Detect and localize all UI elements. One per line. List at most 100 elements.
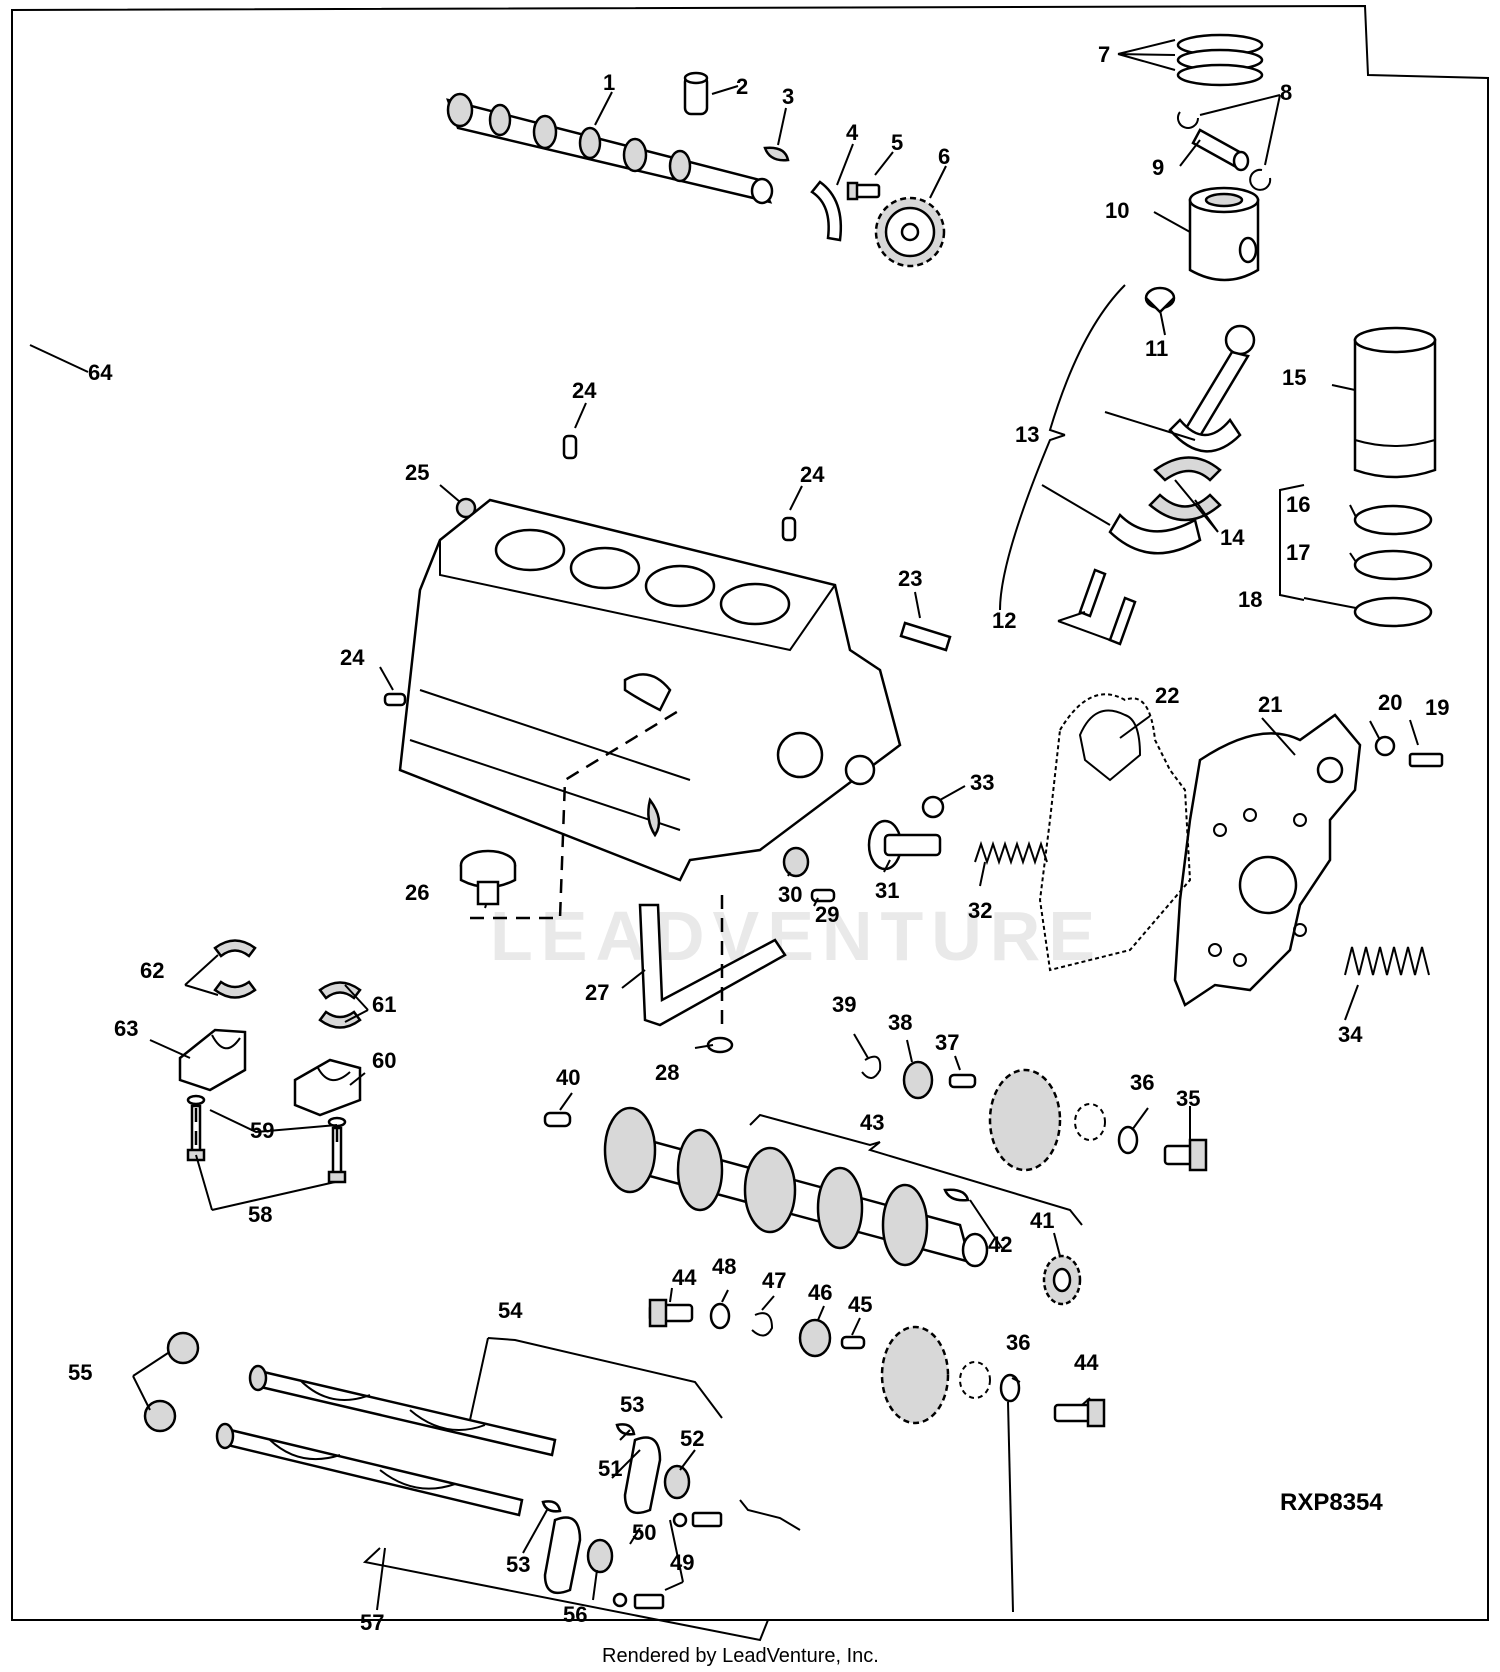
main-bearing-61 [318, 981, 362, 1000]
callout-46: 46 [808, 1280, 832, 1305]
rod-bearing-lower [1148, 493, 1222, 522]
snap-ring [1249, 168, 1272, 191]
washer-36 [999, 1373, 1021, 1403]
callout-53: 53 [620, 1392, 644, 1417]
oil-tube [638, 903, 787, 1027]
thrust-washer-51 [543, 1516, 582, 1595]
idler-shaft [867, 819, 942, 871]
spring-32 [974, 840, 1048, 866]
callout-47: 47 [762, 1268, 786, 1293]
cap-screw-35 [1163, 1138, 1208, 1172]
callout-18: 18 [1238, 587, 1262, 612]
rod-cap [1108, 512, 1202, 555]
callout-4: 4 [846, 120, 859, 145]
dowel-37 [948, 1073, 977, 1089]
callout-51: 51 [598, 1456, 622, 1481]
thrust-washer-51 [623, 1436, 662, 1515]
balancer-bushing [166, 1331, 200, 1365]
callout-30: 30 [778, 882, 802, 907]
callout-10: 10 [1105, 198, 1129, 223]
liner-packing-18 [1353, 596, 1433, 628]
dowel-pin [781, 516, 797, 542]
cap-screw-19 [1408, 752, 1444, 768]
callout-39: 39 [832, 992, 856, 1017]
callout-55: 55 [68, 1360, 92, 1385]
callout-40: 40 [556, 1065, 580, 1090]
piston-pin [1191, 128, 1250, 172]
callout-14: 14 [1220, 525, 1245, 550]
callout-17: 17 [1286, 540, 1310, 565]
diagram-frame [11, 4, 1489, 1621]
crankshaft-gear [1042, 1254, 1082, 1306]
render-credit: Rendered by LeadVenture, Inc. [602, 1645, 879, 1667]
callout-28: 28 [655, 1060, 679, 1085]
figure-code: RXP8354 [1280, 1489, 1383, 1516]
callout-48: 48 [712, 1254, 736, 1279]
bushing-38 [902, 1060, 934, 1100]
callout-52: 52 [680, 1426, 704, 1451]
callout-32: 32 [968, 898, 992, 923]
callout-23: 23 [898, 566, 922, 591]
callout-58: 58 [248, 1202, 272, 1227]
callout-9: 9 [1152, 155, 1164, 180]
front-plate [1173, 713, 1362, 1007]
callouts: 1 2 3 4 5 6 7 8 9 10 11 12 13 14 15 16 1… [68, 42, 1449, 1635]
callout-45: 45 [848, 1292, 872, 1317]
callout-12: 12 [992, 608, 1016, 633]
leader-lines [29, 39, 1419, 1642]
rod-bushing [1144, 286, 1176, 314]
callout-53: 53 [506, 1552, 530, 1577]
callout-57: 57 [360, 1610, 384, 1635]
callout-21: 21 [1258, 692, 1282, 717]
callout-35: 35 [1176, 1086, 1200, 1111]
spring-34 [1344, 946, 1430, 976]
cap-screw-5 [846, 181, 881, 201]
rod-cap-screw [1078, 568, 1107, 618]
liner-packing-17 [1353, 549, 1433, 581]
snap-ring-47 [751, 1312, 774, 1337]
bushing-30 [782, 846, 810, 878]
balancer-gear-56 [586, 1538, 614, 1574]
main-bearing-62 [213, 939, 257, 958]
cylinder-liner [1353, 326, 1437, 479]
callout-60: 60 [372, 1048, 396, 1073]
liner-packing-16 [1353, 504, 1433, 536]
callout-44: 44 [672, 1265, 697, 1290]
main-bearing-cap [293, 1058, 362, 1117]
washer-48 [709, 1302, 731, 1330]
callout-61: 61 [372, 992, 396, 1017]
dowel-pin [383, 692, 407, 707]
thrust-plate [810, 180, 842, 242]
callout-34: 34 [1338, 1022, 1363, 1047]
callout-11: 11 [1145, 336, 1168, 361]
callout-31: 31 [875, 878, 899, 903]
callout-63: 63 [114, 1016, 138, 1041]
piston [1188, 186, 1260, 282]
callout-6: 6 [938, 144, 950, 169]
main-bearing-61 [318, 1010, 362, 1029]
callout-8: 8 [1280, 80, 1292, 105]
callout-15: 15 [1282, 365, 1306, 390]
balancer-bushing [143, 1399, 177, 1433]
rear-main-bearing-cap [178, 1028, 247, 1092]
washer-36 [1117, 1125, 1139, 1155]
woodruff-key [763, 146, 790, 162]
callout-13: 13 [1015, 422, 1039, 447]
snap-ring [1177, 111, 1199, 129]
front-plate-gasket [1038, 693, 1192, 972]
callout-37: 37 [935, 1030, 959, 1055]
cap-screw-44 [648, 1298, 694, 1328]
callout-26: 26 [405, 880, 429, 905]
key-42 [943, 1188, 970, 1202]
washer-50 [612, 1592, 628, 1608]
dowel-29 [810, 888, 836, 903]
cap-screw-49 [691, 1511, 723, 1528]
camshaft-gear [874, 196, 946, 268]
camshaft [446, 92, 774, 205]
callout-59: 59 [250, 1118, 274, 1143]
callout-24: 24 [800, 462, 825, 487]
callout-24: 24 [340, 645, 365, 670]
crankshaft [603, 1106, 989, 1268]
callout-36: 36 [1006, 1330, 1030, 1355]
washer-59 [186, 1094, 206, 1106]
